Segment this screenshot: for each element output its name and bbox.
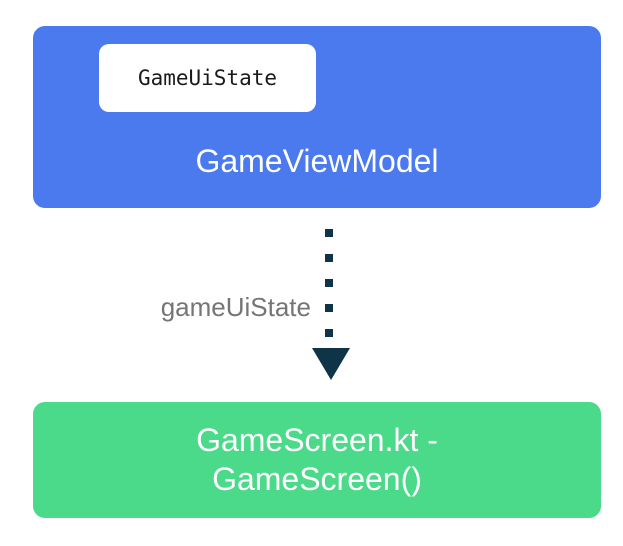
connector-dotted-arrow	[312, 222, 352, 382]
connector-dot-icon	[325, 279, 333, 287]
node-gameviewmodel[interactable]: GameUiState GameViewModel	[33, 26, 601, 208]
node-gameviewmodel-label: GameViewModel	[195, 143, 439, 179]
node-gamescreen-label: GameScreen.kt - GameScreen()	[196, 422, 438, 497]
connector-label: gameUiState	[160, 292, 311, 322]
chip-gameuistate-label: GameUiState	[137, 66, 278, 90]
connector-dot-icon	[325, 329, 333, 337]
node-gamescreen[interactable]: GameScreen.kt - GameScreen()	[33, 402, 601, 518]
connector-dot-icon	[325, 229, 333, 237]
arrow-down-icon	[312, 348, 350, 380]
chip-gameuistate[interactable]: GameUiState	[99, 44, 316, 112]
connector-dot-icon	[325, 254, 333, 262]
connector-dot-icon	[325, 304, 333, 312]
